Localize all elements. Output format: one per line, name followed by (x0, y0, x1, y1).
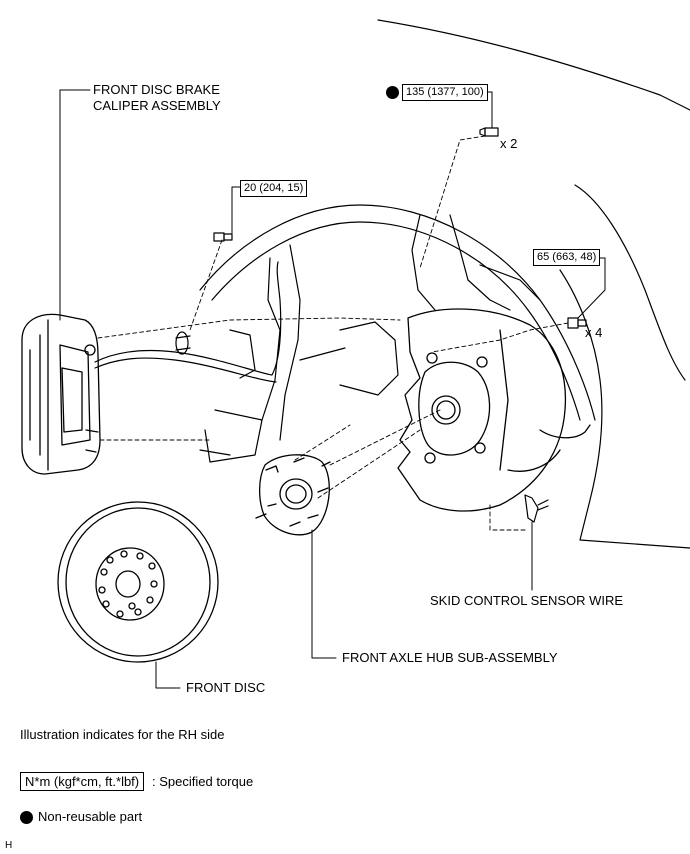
assembly-dashed-lines (97, 135, 569, 531)
hub-bolt-qty: x 4 (585, 325, 603, 340)
torque-legend-text: : Specified torque (152, 774, 254, 789)
knuckle-bolt-torque: 135 (1377, 100) (402, 84, 488, 101)
brake-hose (94, 261, 282, 383)
nonreusable-legend-text: Non-reusable part (38, 809, 143, 824)
nonreusable-legend-icon (20, 811, 33, 824)
footer-code: H (5, 840, 13, 851)
leader-lines (59, 89, 606, 689)
nonreusable-dot-icon (386, 86, 399, 99)
vehicle-body-outline (377, 19, 690, 549)
caliper-bolt-icon (213, 232, 233, 242)
sensor-wire-label: SKID CONTROL SENSOR WIRE (430, 593, 624, 608)
front-axle-hub (255, 454, 331, 536)
torque-legend-box: N*m (kgf*cm, ft.*lbf) (20, 772, 145, 791)
caliper-label-line1: FRONT DISC BRAKE (93, 82, 220, 97)
knuckle-bolt-qty: x 2 (500, 136, 518, 151)
steering-knuckle (397, 308, 591, 512)
front-disc-rotor (57, 501, 219, 663)
brake-caliper (21, 313, 101, 475)
hub-bolt-icon (567, 317, 587, 329)
caliper-bolt-torque: 20 (204, 15) (240, 180, 308, 197)
caliper-label-line2: CALIPER ASSEMBLY (93, 98, 221, 113)
side-note: Illustration indicates for the RH side (20, 727, 225, 742)
knuckle-bolt-icon (479, 127, 499, 137)
hub-bolt-torque: 65 (663, 48) (533, 249, 601, 266)
fender-liner (199, 204, 596, 463)
sensor-wire (524, 494, 549, 523)
disc-label: FRONT DISC (186, 680, 266, 695)
hub-label: FRONT AXLE HUB SUB-ASSEMBLY (342, 650, 558, 665)
